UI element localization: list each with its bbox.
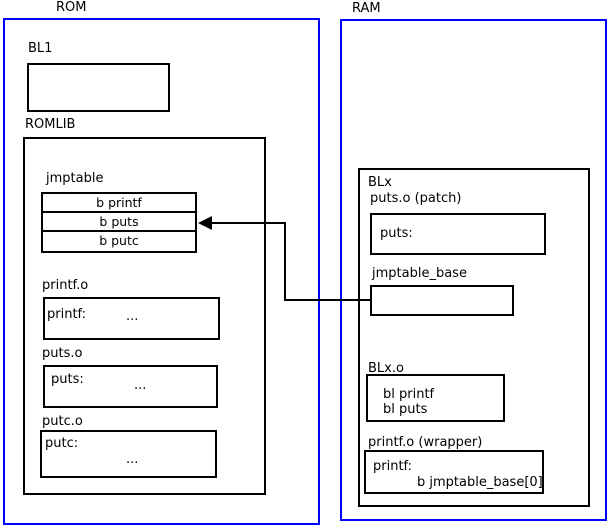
ram-title: RAM <box>352 1 381 16</box>
rom-region-box <box>3 18 320 525</box>
blx-label: BLx <box>368 175 392 190</box>
printf-wrapper-label: printf.o (wrapper) <box>368 435 483 450</box>
putc-o-label: putc.o <box>42 414 83 429</box>
puts-patch-label: puts.o (patch) <box>370 191 462 206</box>
printf-wrapper-body: b jmptable_base[0] <box>417 475 543 490</box>
jmptable-base-box <box>370 285 514 316</box>
bl1-box <box>27 63 170 112</box>
rom-title: ROM <box>56 0 87 15</box>
bl1-label: BL1 <box>28 41 53 56</box>
printf-wrapper-symbol: printf: <box>373 459 413 474</box>
putc-o-symbol: putc: <box>45 436 79 451</box>
blx-o-line-bl-printf: bl printf <box>383 387 435 402</box>
romlib-label: ROMLIB <box>25 117 76 132</box>
ram-region-box <box>340 19 607 521</box>
jmptable-row-b-putc: b putc <box>99 233 139 248</box>
puts-o-box: puts: ... <box>43 365 218 408</box>
puts-o-symbol: puts: <box>51 372 84 387</box>
arrow-segment-horizontal-lower <box>284 299 370 301</box>
blx-box <box>358 168 590 507</box>
puts-patch-box: puts: <box>370 213 546 255</box>
jmptable-label: jmptable <box>46 171 104 186</box>
arrowhead-left-icon <box>198 216 212 230</box>
blx-o-line-bl-puts: bl puts <box>383 402 428 417</box>
jmptable-base-label: jmptable_base <box>372 266 467 281</box>
blx-o-box: bl printf bl puts <box>366 374 505 422</box>
putc-o-box: putc: ... <box>40 430 217 478</box>
jmptable-box: b printf b puts b putc <box>41 192 197 253</box>
puts-o-dots: ... <box>134 378 147 393</box>
jmptable-row-b-puts: b puts <box>43 213 195 232</box>
blx-o-label: BLx.o <box>368 361 404 376</box>
arrow-segment-vertical <box>284 222 286 301</box>
printf-o-symbol: printf: <box>47 307 87 322</box>
jmptable-row-b-printf: b printf <box>43 194 195 213</box>
puts-o-label: puts.o <box>42 346 83 361</box>
putc-o-dots: ... <box>126 452 139 467</box>
printf-o-label: printf.o <box>42 278 89 293</box>
printf-o-box: printf: ... <box>43 297 220 340</box>
printf-wrapper-box: printf: b jmptable_base[0] <box>364 450 544 494</box>
printf-o-dots: ... <box>126 309 139 324</box>
puts-patch-symbol: puts: <box>380 226 413 241</box>
arrow-segment-horizontal-upper <box>210 222 286 224</box>
